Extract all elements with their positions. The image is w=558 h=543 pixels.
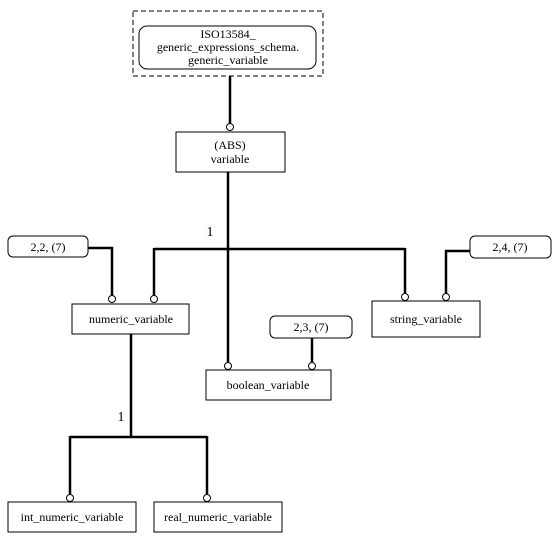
page-ref-string-label: 2,4, (7): [493, 240, 528, 254]
int-numeric-variable-label: int_numeric_variable: [21, 510, 124, 524]
numeric-ref-connector: [88, 246, 114, 296]
page-ref-numeric-label: 2,2, (7): [31, 240, 66, 254]
schema-ref-line2: generic_expressions_schema.: [157, 40, 299, 54]
string-subtype-circle: [401, 293, 409, 301]
real-numeric-variable-label: real_numeric_variable: [164, 510, 272, 524]
page-ref-string: 2,4, (7): [469, 235, 552, 259]
numeric-variable-label: numeric_variable: [89, 312, 173, 326]
numeric-subtype-circle: [150, 295, 158, 303]
variable-subtype-cardinality: 1: [207, 225, 214, 240]
page-ref-boolean-label: 2,3, (7): [294, 320, 329, 334]
real-subtype-circle: [203, 494, 211, 502]
int-subtype-circle: [66, 494, 74, 502]
real-numeric-variable-box: [153, 501, 283, 533]
variable-box: [175, 131, 286, 173]
boolean-variable-box: [205, 369, 332, 401]
entity-variable: (ABS) variable: [175, 131, 286, 173]
string-variable-box: [371, 300, 481, 338]
schema-ref-line1: ISO13584_: [200, 27, 256, 41]
entity-boolean-variable: boolean_variable: [205, 369, 332, 401]
page-ref-boolean-box: [269, 315, 353, 339]
entity-string-variable: string_variable: [371, 300, 481, 338]
schema-ref-line3: generic_variable: [188, 53, 268, 67]
string-ref-connector: [444, 249, 470, 294]
variable-abs-label: (ABS): [214, 138, 245, 152]
string-ref-circle: [442, 293, 450, 301]
int-numeric-variable-box: [7, 501, 137, 533]
schema-reference: ISO13584_ generic_expressions_schema. ge…: [132, 10, 324, 77]
variable-name-label: variable: [211, 152, 250, 166]
page-ref-numeric-box: [7, 235, 89, 258]
boolean-variable-label: boolean_variable: [227, 378, 310, 392]
entity-numeric-variable: numeric_variable: [71, 303, 190, 335]
page-ref-numeric: 2,2, (7): [7, 235, 89, 258]
page-ref-string-box: [469, 235, 552, 259]
numeric-variable-box: [71, 303, 190, 335]
entity-real-numeric-variable: real_numeric_variable: [153, 501, 283, 533]
relationship-end-circles: [66, 123, 450, 502]
numeric-subtype-cardinality: 1: [118, 410, 125, 425]
variable-top-circle: [226, 123, 234, 131]
connector-lines: [68, 76, 470, 494]
entity-int-numeric-variable: int_numeric_variable: [7, 501, 137, 533]
schema-ref-box: [138, 25, 317, 70]
string-variable-label: string_variable: [390, 312, 462, 326]
numeric-ref-circle: [108, 295, 116, 303]
page-ref-boolean: 2,3, (7): [269, 315, 353, 339]
boolean-subtype-circle: [224, 362, 232, 370]
boolean-ref-circle: [308, 362, 316, 370]
